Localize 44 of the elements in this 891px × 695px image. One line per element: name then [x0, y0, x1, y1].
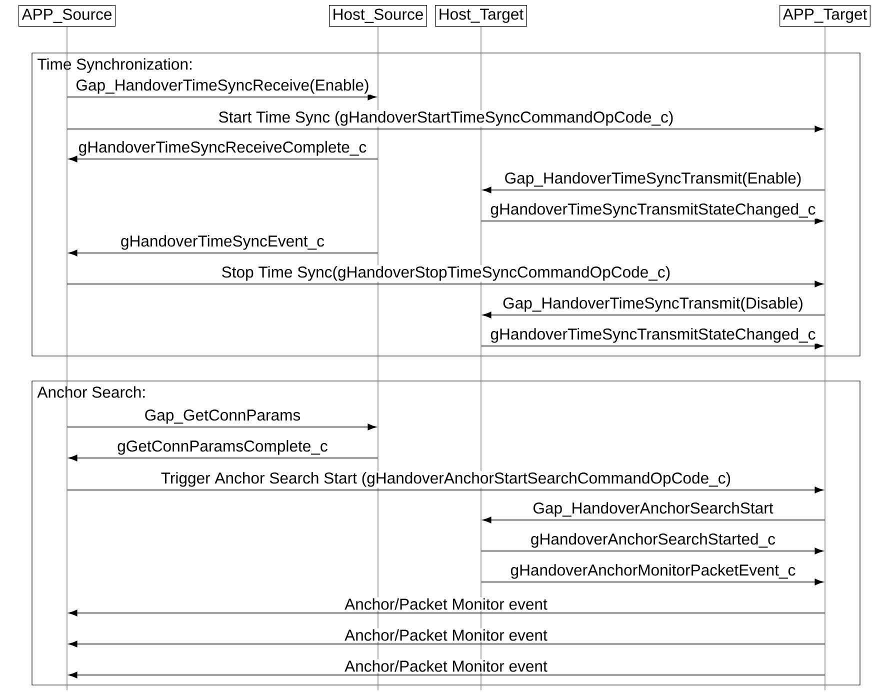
edge-label: Gap_HandoverTimeSyncReceive(Enable): [74, 78, 370, 95]
edge-label: gHandoverTimeSyncReceiveComplete_c: [77, 140, 368, 157]
lifeline: [66, 26, 68, 691]
message-arrow: [482, 516, 826, 524]
message-arrow: [66, 486, 824, 494]
message-arrow: [68, 672, 826, 678]
message-arrow: [480, 578, 824, 586]
message-arrow: [480, 218, 824, 224]
message-arrow: [68, 454, 378, 462]
participant-box: APP_Source: [18, 5, 116, 27]
edge-label: gHandoverAnchorSearchStarted_c: [529, 532, 777, 549]
participant-box: APP_Target: [780, 5, 870, 27]
message-arrow: [66, 94, 377, 100]
edge-label: gGetConnParamsComplete_c: [116, 439, 329, 456]
edge-label: Anchor/Packet Monitor event: [344, 628, 548, 642]
message-arrow: [66, 280, 824, 288]
frame-title: Time Synchronization:: [36, 57, 194, 74]
message-arrow: [68, 250, 378, 256]
lifeline: [824, 26, 826, 691]
edge-label: Stop Time Sync(gHandoverStopTimeSyncCommandOpCode_c): [220, 265, 672, 282]
message-arrow: [68, 156, 378, 162]
edge-label: Gap_GetConnParams: [143, 408, 302, 425]
message-arrow: [66, 424, 377, 430]
message-arrow: [482, 186, 826, 194]
participant-box: Host_Source: [329, 5, 427, 27]
edge-label: Trigger Anchor Search Start (gHandoverAnchorStartSearchCommandOpCode_c): [160, 471, 732, 488]
edge-label: gHandoverTimeSyncEvent_c: [120, 234, 326, 251]
edge-label: gHandoverTimeSyncTransmitStateChanged_c: [489, 202, 817, 219]
edge-label: Anchor/Packet Monitor event: [344, 597, 548, 611]
message-arrow: [480, 548, 824, 554]
edge-label: Gap_HandoverTimeSyncTransmit(Disable): [502, 296, 804, 313]
message-arrow: [482, 312, 826, 318]
edge-label: Gap_HandoverAnchorSearchStart: [532, 501, 774, 518]
message-arrow: [68, 610, 826, 616]
edge-label: gHandoverTimeSyncTransmitStateChanged_c: [489, 327, 817, 344]
edge-label: Start Time Sync (gHandoverStartTimeSyncCommandOpCode_c): [217, 110, 675, 127]
edge-label: gHandoverAnchorMonitorPacketEvent_c: [509, 563, 797, 580]
participant-box: Host_Target: [435, 5, 527, 27]
message-arrow: [480, 342, 824, 350]
message-arrow: [68, 640, 826, 648]
frame-title: Anchor Search:: [36, 385, 148, 399]
edge-label: Gap_HandoverTimeSyncTransmit(Enable): [503, 171, 803, 188]
message-arrow: [66, 126, 824, 132]
edge-label: Anchor/Packet Monitor event: [344, 659, 548, 673]
